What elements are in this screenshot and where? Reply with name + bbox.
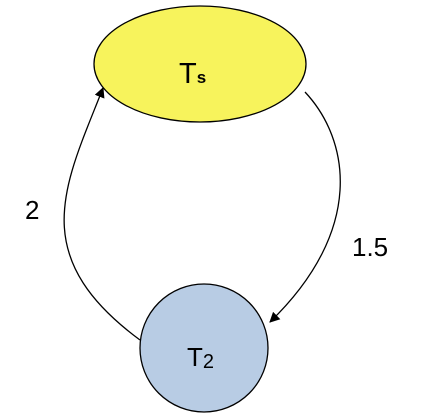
edge-t2-to-ts <box>63 87 141 341</box>
edge-t2-to-ts-label: 2 <box>25 195 39 225</box>
edge-ts-to-t2 <box>269 91 341 323</box>
node-t2-shape <box>139 283 269 413</box>
node-t2-label-sub: 2 <box>203 351 214 373</box>
node-t2: T2 <box>139 283 269 413</box>
node-ts: Ts <box>93 5 307 123</box>
node-t2-label-main: T <box>187 342 203 372</box>
node-t2-label: T2 <box>187 342 214 373</box>
node-ts-label-main: T <box>179 58 197 90</box>
node-ts-shape <box>93 5 307 123</box>
edge-ts-to-t2-label: 1.5 <box>352 232 388 262</box>
node-ts-label-sub: s <box>197 68 206 87</box>
node-ts-label: Ts <box>179 58 206 90</box>
